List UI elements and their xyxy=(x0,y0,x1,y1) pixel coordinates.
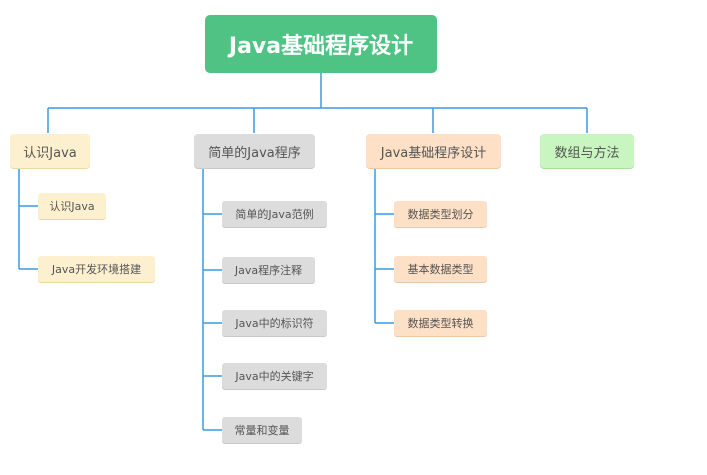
subtopic-java-keywords[interactable]: Java中的关键字 xyxy=(222,363,327,389)
subtopic-constants-variables[interactable]: 常量和变量 xyxy=(222,417,302,443)
subtopic-simple-java-example[interactable]: 简单的Java范例 xyxy=(222,201,327,227)
subtopic-basic-data-types[interactable]: 基本数据类型 xyxy=(394,256,487,282)
branch-topic-simple-java-program[interactable]: 简单的Java程序 xyxy=(194,134,315,168)
subtopic-know-java[interactable]: 认识Java xyxy=(38,193,106,219)
subtopic-data-type-classification[interactable]: 数据类型划分 xyxy=(394,201,487,227)
branch-topic-java-basic-programming[interactable]: Java基础程序设计 xyxy=(366,134,501,168)
branch-topic-know-java[interactable]: 认识Java xyxy=(10,134,90,168)
subtopic-java-comments[interactable]: Java程序注释 xyxy=(222,257,315,283)
subtopic-java-env-setup[interactable]: Java开发环境搭建 xyxy=(38,256,155,282)
subtopic-java-identifiers[interactable]: Java中的标识符 xyxy=(222,310,327,336)
branch-topic-arrays-methods[interactable]: 数组与方法 xyxy=(540,134,634,168)
subtopic-data-type-conversion[interactable]: 数据类型转换 xyxy=(394,310,487,336)
root-topic[interactable]: Java基础程序设计 xyxy=(205,15,437,73)
